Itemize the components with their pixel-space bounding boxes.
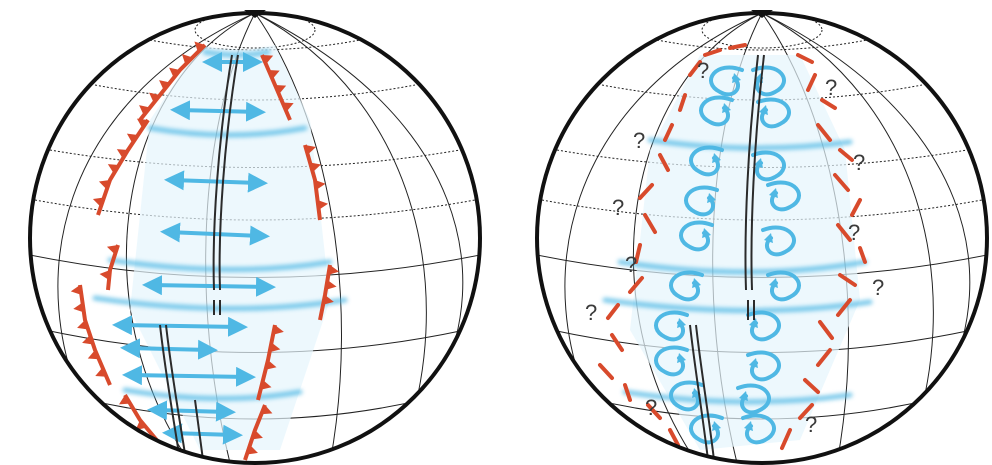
question-mark: ?: [805, 412, 817, 437]
subduction-tooth: [318, 200, 329, 210]
subduction-tooth: [71, 285, 82, 295]
question-mark: ?: [612, 195, 624, 220]
subduction-line: [98, 120, 148, 215]
right-circulation: [605, 55, 870, 450]
question-mark: ?: [585, 300, 597, 325]
subduction-tooth: [73, 303, 84, 313]
question-mark: ?: [872, 275, 884, 300]
question-mark: ?: [625, 252, 637, 277]
subduction-tooth: [328, 265, 339, 275]
subduction-tooth: [100, 270, 110, 280]
question-mark: ?: [848, 220, 860, 245]
question-mark: ?: [697, 58, 709, 83]
question-mark: ?: [633, 128, 645, 153]
question-mark: ?: [853, 150, 865, 175]
question-mark: ?: [645, 395, 657, 420]
subduction-tooth: [315, 180, 326, 190]
question-mark: ?: [825, 75, 837, 100]
subduction-tooth: [326, 280, 337, 290]
